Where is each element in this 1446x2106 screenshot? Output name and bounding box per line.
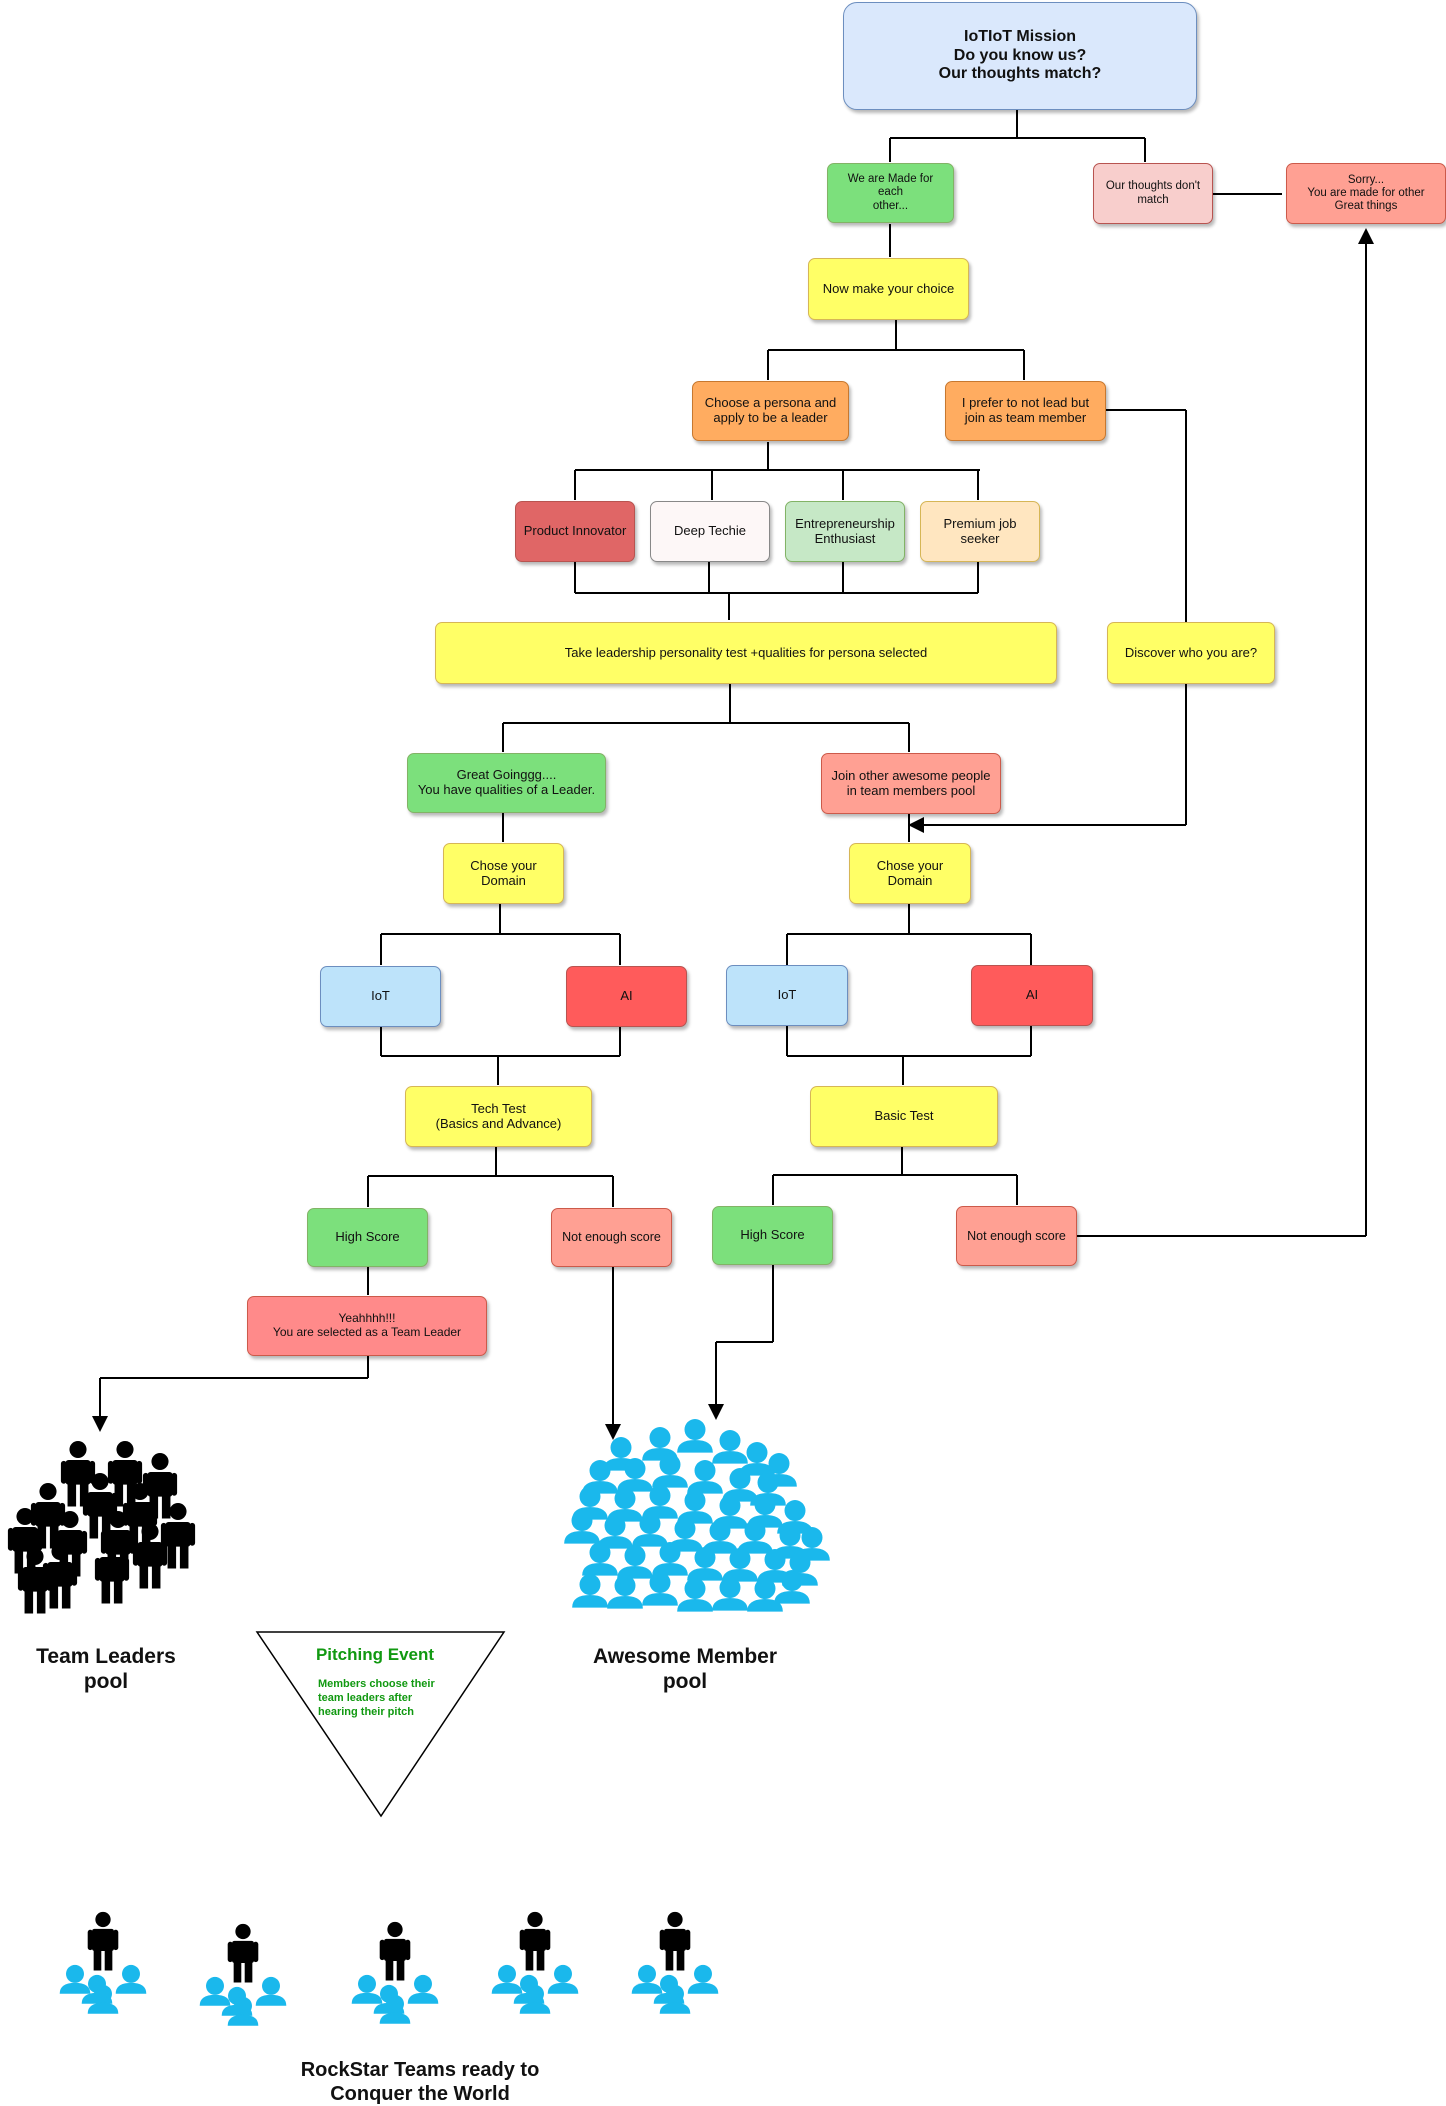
- rockstar-teams-label: RockStar Teams ready to Conquer the Worl…: [300, 2059, 540, 2105]
- great-going-node: Great Goinggg.... You have qualities of …: [407, 753, 606, 813]
- person-black-icon: [227, 1923, 259, 1983]
- basic-test-node: Basic Test: [810, 1086, 998, 1147]
- not-enough-left-node: Not enough score: [551, 1208, 672, 1267]
- member-pool-crowd: [564, 1419, 830, 1612]
- made-for-each-other-node: We are Made for each other...: [827, 163, 954, 223]
- not-enough-right-node: Not enough score: [956, 1206, 1077, 1266]
- iot-left-node: IoT: [320, 966, 441, 1027]
- person-blue-icon: [712, 1430, 748, 1464]
- connector-lines: [92, 110, 1374, 1440]
- ai-left-node: AI: [566, 966, 687, 1027]
- product-innovator-node: Product Innovator: [515, 501, 635, 562]
- thoughts-dont-match-node: Our thoughts don't match: [1093, 163, 1213, 224]
- person-black-icon: [659, 1911, 691, 1971]
- join-members-node: Join other awesome people in team member…: [821, 753, 1001, 814]
- team-leaders-pool-label: Team Leaders pool: [36, 1645, 176, 1694]
- mission-node: IoTIoT Mission Do you know us? Our thoug…: [843, 2, 1197, 110]
- leadership-test-node: Take leadership personality test +qualit…: [435, 622, 1057, 684]
- person-black-icon: [519, 1911, 551, 1971]
- entrepreneurship-node: Entrepreneurship Enthusiast: [785, 501, 905, 562]
- iot-right-node: IoT: [726, 965, 848, 1026]
- person-blue-icon: [712, 1577, 748, 1611]
- person-blue-icon: [617, 1545, 653, 1579]
- prefer-not-lead-node: I prefer to not lead but join as team me…: [945, 381, 1106, 441]
- ai-right-node: AI: [971, 965, 1093, 1026]
- pitching-event-title: Pitching Event: [315, 1645, 435, 1664]
- high-score-left-node: High Score: [307, 1208, 428, 1267]
- person-blue-icon: [115, 1964, 147, 1994]
- person-blue-icon: [677, 1578, 713, 1612]
- person-blue-icon: [59, 1964, 91, 1994]
- sorry-node: Sorry... You are made for other Great th…: [1286, 163, 1446, 224]
- selected-leader-node: Yeahhhh!!! You are selected as a Team Le…: [247, 1296, 487, 1356]
- domain-right-node: Chose your Domain: [849, 843, 971, 904]
- person-black-icon: [87, 1911, 119, 1971]
- discover-node: Discover who you are?: [1107, 622, 1275, 684]
- person-blue-icon: [677, 1419, 713, 1453]
- domain-left-node: Chose your Domain: [443, 843, 564, 904]
- person-blue-icon: [255, 1976, 287, 2006]
- pitching-triangle: [255, 1631, 506, 1818]
- rockstar-teams: [59, 1911, 719, 2026]
- tech-test-node: Tech Test (Basics and Advance): [405, 1086, 592, 1147]
- person-blue-icon: [199, 1976, 231, 2006]
- deep-techie-node: Deep Techie: [650, 501, 770, 562]
- person-blue-icon: [607, 1575, 643, 1609]
- person-blue-icon: [687, 1964, 719, 1994]
- person-blue-icon: [687, 1460, 723, 1494]
- high-score-right-node: High Score: [712, 1206, 833, 1265]
- awesome-member-pool-label: Awesome Member pool: [592, 1645, 778, 1694]
- person-blue-icon: [407, 1974, 439, 2004]
- make-choice-node: Now make your choice: [808, 258, 969, 320]
- person-blue-icon: [572, 1574, 608, 1608]
- premium-job-node: Premium job seeker: [920, 501, 1040, 562]
- person-black-icon: [379, 1921, 411, 1981]
- person-blue-icon: [747, 1578, 783, 1612]
- person-blue-icon: [491, 1964, 523, 1994]
- person-blue-icon: [351, 1974, 383, 2004]
- person-blue-icon: [631, 1964, 663, 1994]
- person-blue-icon: [547, 1964, 579, 1994]
- team-leaders-crowd: [7, 1440, 196, 1614]
- choose-persona-node: Choose a persona and apply to be a leade…: [692, 381, 849, 441]
- pitching-event-description: Members choose their team leaders after …: [318, 1678, 435, 1718]
